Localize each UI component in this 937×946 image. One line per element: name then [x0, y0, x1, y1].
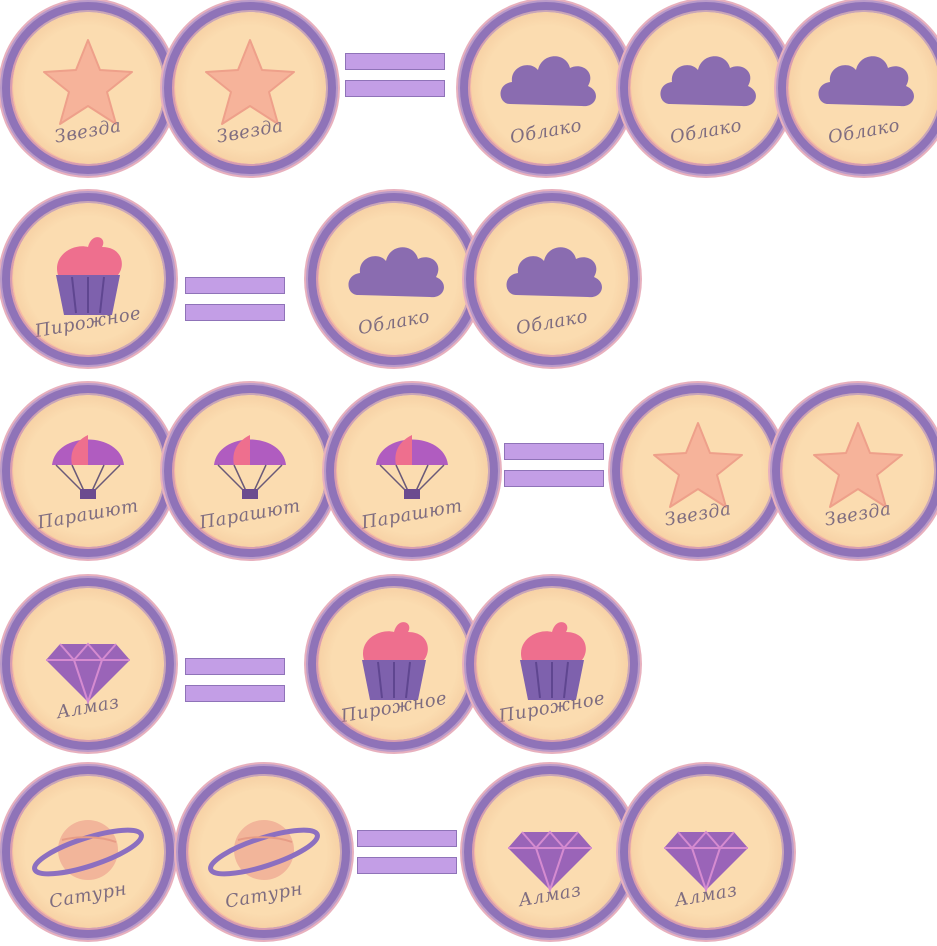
coin-star: Звезда [782, 395, 934, 547]
coin-cloud: Облако [788, 12, 937, 164]
coin-cupcake: Пирожное [12, 203, 164, 355]
coin-planet: Сатурн [12, 776, 164, 928]
equals-sign [345, 53, 445, 97]
coin-star: Звезда [12, 12, 164, 164]
coin-parachute: Парашют [174, 395, 326, 547]
coin-cloud: Облако [476, 203, 628, 355]
equals-sign [504, 443, 604, 487]
equals-sign [357, 830, 457, 874]
equation-row-1: Звезда Звезда Облако Облако [0, 12, 937, 182]
equation-row-4: Алмаз Пирожное Пирожное [0, 588, 937, 758]
coin-parachute: Парашют [12, 395, 164, 547]
coin-star: Звезда [174, 12, 326, 164]
coin-cloud: Облако [470, 12, 622, 164]
equals-sign [185, 277, 285, 321]
coin-star: Звезда [622, 395, 774, 547]
coin-gem: Алмаз [630, 776, 782, 928]
coin-planet: Сатурн [188, 776, 340, 928]
coin-cloud: Облако [318, 203, 470, 355]
coin-gem: Алмаз [474, 776, 626, 928]
coin-cloud: Облако [630, 12, 782, 164]
coin-cupcake: Пирожное [476, 588, 628, 740]
coin-cupcake: Пирожное [318, 588, 470, 740]
equals-sign [185, 658, 285, 702]
equation-row-5: Сатурн Сатурн Алмаз Алмаз [0, 776, 937, 946]
equation-row-2: Пирожное Облако Облако [0, 203, 937, 373]
equation-row-3: Парашют Парашют Парашют [0, 395, 937, 565]
coin-gem: Алмаз [12, 588, 164, 740]
coin-parachute: Парашют [336, 395, 488, 547]
